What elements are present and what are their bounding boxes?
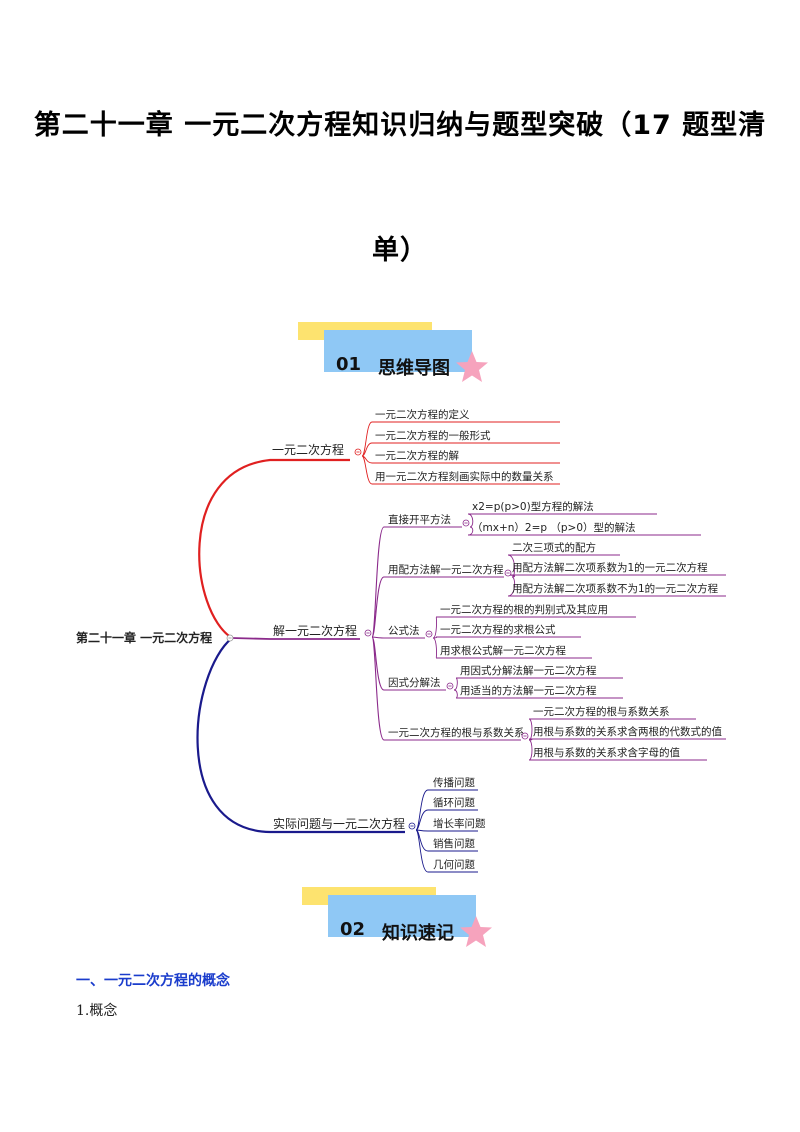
group-line [371,636,521,741]
leaf-line [415,829,478,832]
leaf-label: 二次三项式的配方 [512,541,596,554]
leaf-label: 传播问题 [433,776,475,789]
leaf-label: 一元二次方程的一般形式 [375,429,491,442]
banner-knowledge: 02 知识速记 [302,887,502,949]
leaf-line [467,513,657,528]
banner-label: 知识速记 [382,923,454,944]
group-line [371,526,462,638]
leaf-line [507,574,726,578]
document-title-line-1: 第二十一章 一元二次方程知识归纳与题型突破（17 题型清 [33,110,767,141]
leaf-label: 用根与系数的关系求含两根的代数式的值 [533,725,722,738]
leaf-line [432,616,636,639]
leaf-label: 用一元二次方程刻画实际中的数量关系 [375,470,554,483]
leaf-label: 用根与系数的关系求含字母的值 [533,746,680,759]
leaf-line [507,576,726,597]
banner-number: 01 [336,354,362,375]
section-heading: 一、一元二次方程的概念 [76,973,230,989]
leaf-line [415,809,478,831]
group-label: 公式法 [388,624,420,637]
document-title-line-2: 单） [372,235,428,266]
leaf-label: 一元二次方程的解 [375,449,459,462]
leaf-label: 一元二次方程的定义 [375,408,470,421]
group-label: 因式分解法 [388,676,441,689]
leaf-line [507,554,620,578]
leaf-line [415,829,478,873]
branch-line [198,458,350,639]
leaf-line [528,738,726,741]
branch-line [196,637,405,834]
leaf-line [361,455,560,464]
leaf-label: 用适当的方法解一元二次方程 [460,684,597,697]
leaf-line [467,526,701,536]
mind-map: 第二十一章 一元二次方程一元二次方程一元二次方程的定义一元二次方程的一般形式一元… [76,408,726,873]
group-line [371,636,425,639]
group-label: 用配方法解一元二次方程 [388,563,504,576]
star-icon [456,351,488,382]
leaf-line [453,677,623,691]
group-line [371,576,504,638]
group-label: 直接开平方法 [388,513,451,526]
banner-number: 02 [340,919,366,940]
leaf-label: 用配方法解二次项系数为1的一元二次方程 [512,561,708,574]
leaf-line [453,689,623,699]
leaf-label: 用因式分解法解一元二次方程 [460,664,597,677]
leaf-label: x2=p(p>0)型方程的解法 [472,500,594,513]
leaf-line [361,421,560,457]
leaf-label: 循环问题 [433,796,475,809]
leaf-label: （mx+n）2=p （p>0）型的解法 [472,521,636,534]
leaf-label: 增长率问题 [433,817,486,830]
group-label: 一元二次方程的根与系数关系 [388,726,525,739]
branch-label: 一元二次方程 [272,442,344,457]
banner-label: 思维导图 [378,358,450,379]
branch-label: 实际问题与一元二次方程 [273,816,405,831]
section-subheading: 1.概念 [76,1003,118,1019]
leaf-line [361,442,560,457]
leaf-label: 一元二次方程的根与系数关系 [533,705,670,718]
leaf-label: 一元二次方程的根的判别式及其应用 [440,603,608,616]
leaf-line [528,739,707,761]
leaf-line [432,636,581,639]
leaf-label: 用配方法解二次项系数不为1的一元二次方程 [512,582,719,595]
leaf-line [361,455,560,485]
leaf-label: 销售问题 [433,837,475,850]
leaf-label: 用求根公式解一元二次方程 [440,644,566,657]
star-icon [460,916,492,947]
branch-label: 解一元二次方程 [273,623,357,638]
mindmap-root: 第二十一章 一元二次方程 [76,630,212,645]
leaf-line [432,637,592,659]
leaf-label: 几何问题 [433,858,475,871]
banner-mindmap: 01 思维导图 [298,322,498,384]
leaf-label: 一元二次方程的求根公式 [440,623,556,636]
branch-line [231,637,360,640]
